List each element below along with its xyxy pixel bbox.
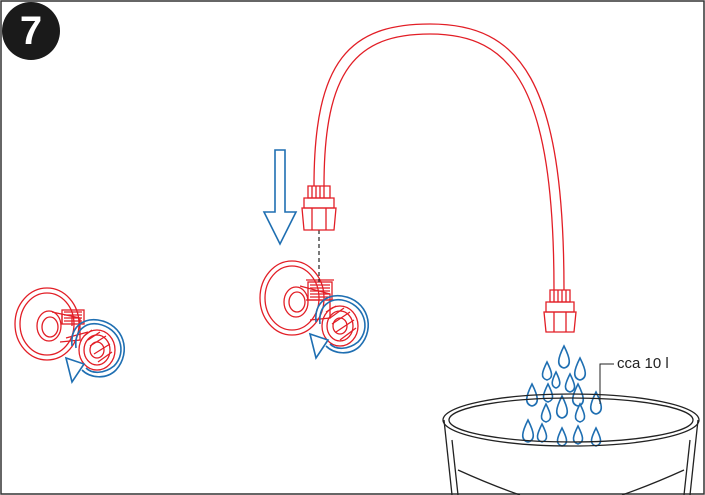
water-drop-icon xyxy=(572,424,584,445)
down-arrow-icon xyxy=(262,149,298,246)
rotate-arrow-icon xyxy=(64,318,126,384)
angle-valve-left xyxy=(14,287,116,371)
water-drop-icon xyxy=(540,402,552,423)
water-drop-icon xyxy=(557,344,571,369)
water-drop-icon xyxy=(521,418,535,443)
water-drop-icon xyxy=(542,382,554,403)
water-drop-icon xyxy=(555,394,569,419)
label-leader-line xyxy=(599,363,614,404)
flexible-hose xyxy=(301,23,577,333)
water-drop-icon xyxy=(573,356,587,381)
step-number-badge: 7 xyxy=(2,2,60,60)
water-drop-icon xyxy=(556,426,568,447)
volume-label: cca 10 l xyxy=(617,355,669,372)
rotate-arrow-icon xyxy=(308,294,370,360)
water-drops xyxy=(521,344,603,447)
bucket xyxy=(442,393,700,495)
water-drop-icon xyxy=(574,402,586,423)
water-drop-icon xyxy=(590,426,602,447)
angle-valve-center xyxy=(259,260,359,347)
water-drop-icon xyxy=(551,370,561,389)
water-drop-icon xyxy=(564,372,576,393)
water-drop-icon xyxy=(536,422,548,443)
water-drop-icon xyxy=(541,360,553,381)
